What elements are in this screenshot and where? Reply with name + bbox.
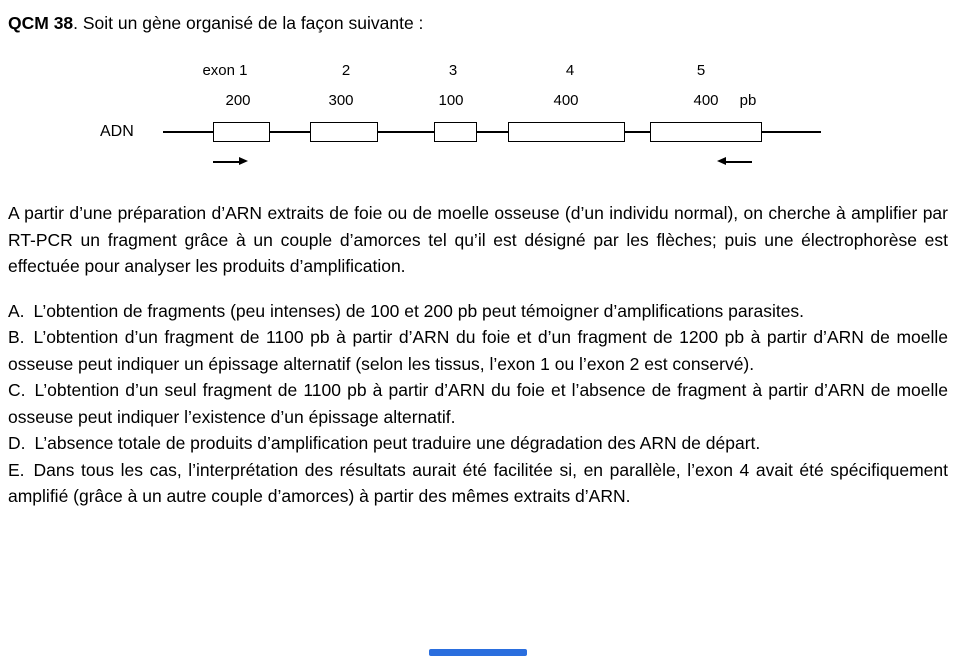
exon-2-label: 2: [341, 62, 351, 79]
exon-5-box: [650, 122, 762, 142]
options-list: A. L’obtention de fragments (peu intenses…: [8, 298, 948, 510]
option-b: B.L’obtention d’un fragment de 1100 pb à…: [8, 324, 948, 377]
forward-primer-arrow-icon: [213, 158, 248, 164]
option-b-text: L’obtention d’un fragment de 1100 pb à p…: [8, 327, 948, 374]
question-title: QCM 38. Soit un gène organisé de la faço…: [8, 10, 948, 36]
question-number: QCM 38: [8, 13, 74, 33]
exon-2-box: [310, 122, 378, 142]
dna-line: [163, 131, 821, 133]
reverse-primer-arrow-icon: [717, 158, 752, 164]
exon-4-box: [508, 122, 625, 142]
option-d-text: L’absence totale de produits d’amplifica…: [34, 433, 761, 453]
gene-diagram: exon 1 2 3 4 5 200 300 100 400 400 pb AD…: [8, 44, 948, 194]
option-e: E.Dans tous les cas, l’interprétation de…: [8, 457, 948, 510]
option-a-letter: A.: [8, 300, 25, 321]
exon-1-box: [213, 122, 270, 142]
option-d: D. L’absence totale de produits d’amplifi…: [8, 430, 948, 457]
unit-label: pb: [739, 92, 757, 109]
option-d-letter: D.: [8, 433, 26, 453]
option-a: A. L’obtention de fragments (peu intenses…: [8, 298, 948, 325]
horizontal-scrollbar-thumb[interactable]: [429, 649, 527, 656]
exon-4-size: 400: [553, 92, 579, 109]
exon-1-size: 200: [225, 92, 251, 109]
option-c: C.L’obtention d’un seul fragment de 1100…: [8, 377, 948, 430]
option-c-text: L’obtention d’un seul fragment de 1100 p…: [8, 380, 948, 427]
exon-5-size: 400: [693, 92, 719, 109]
exon-2-size: 300: [328, 92, 354, 109]
exon-3-size: 100: [438, 92, 464, 109]
option-c-letter: C.: [8, 380, 26, 400]
exon-4-label: 4: [565, 62, 575, 79]
exon-3-label: 3: [448, 62, 458, 79]
option-a-text: L’obtention de fragments (peu intenses) …: [33, 300, 805, 321]
question-title-text: . Soit un gène organisé de la façon suiv…: [73, 13, 424, 33]
adn-label: ADN: [100, 123, 134, 140]
exon-1-label: exon 1: [202, 62, 248, 79]
intro-paragraph: A partir d’une préparation d’ARN extrait…: [8, 203, 948, 276]
option-e-letter: E.: [8, 459, 25, 480]
exon-3-box: [434, 122, 477, 142]
exon-5-label: 5: [696, 62, 706, 79]
option-e-text: Dans tous les cas, l’interprétation des …: [8, 459, 948, 507]
option-b-letter: B.: [8, 327, 25, 347]
